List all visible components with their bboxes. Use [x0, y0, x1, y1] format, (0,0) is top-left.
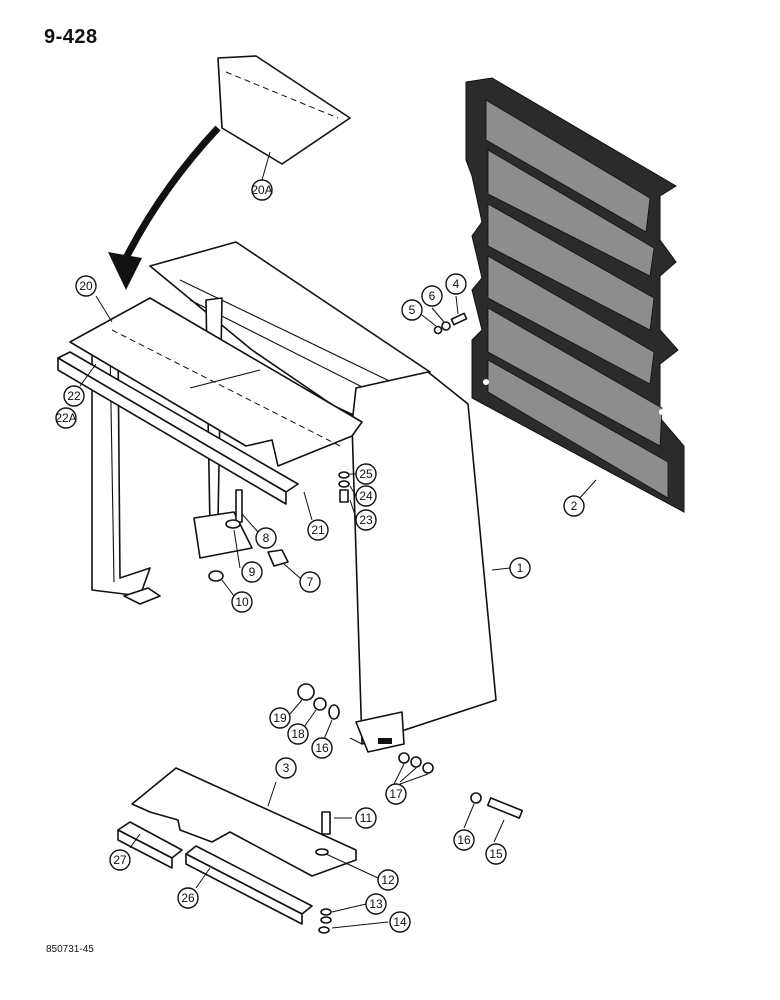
- relocation-arrow: [108, 125, 221, 290]
- callout-16-left: 16: [311, 737, 333, 759]
- callout-14: 14: [389, 911, 411, 933]
- callout-13: 13: [365, 893, 387, 915]
- svg-text:22A: 22A: [55, 411, 76, 425]
- svg-text:17: 17: [389, 787, 403, 801]
- callout-27: 27: [109, 849, 131, 871]
- svg-text:22: 22: [67, 389, 81, 403]
- callout-25: 25: [355, 463, 377, 485]
- callout-12: 12: [377, 869, 399, 891]
- callout-9: 9: [241, 561, 263, 583]
- callout-11: 11: [355, 807, 377, 829]
- callout-6: 6: [421, 285, 443, 307]
- callout-1: 1: [509, 557, 531, 579]
- bottom-plate-3: [131, 767, 357, 877]
- callout-18: 18: [287, 723, 309, 745]
- callout-22: 22: [63, 385, 85, 407]
- svg-text:27: 27: [113, 853, 127, 867]
- svg-text:4: 4: [453, 277, 460, 291]
- svg-text:15: 15: [489, 847, 503, 861]
- callout-4: 4: [445, 273, 467, 295]
- callout-22A: 22A: [55, 407, 77, 429]
- page-number: 9-428: [44, 26, 98, 48]
- svg-text:16: 16: [457, 833, 471, 847]
- svg-text:5: 5: [409, 303, 416, 317]
- callouts: 20A 20 22 22A 21 25 24 23 8 9 10 7 5 6 4…: [55, 179, 585, 933]
- cover-plate-20: [69, 297, 363, 467]
- callout-17: 17: [385, 783, 407, 805]
- fasteners: [208, 312, 524, 934]
- support-frame-1: [91, 241, 497, 753]
- svg-text:20A: 20A: [251, 183, 272, 197]
- svg-text:20: 20: [79, 279, 93, 293]
- svg-text:7: 7: [307, 575, 314, 589]
- svg-text:14: 14: [393, 915, 407, 929]
- callout-7: 7: [299, 571, 321, 593]
- deflector-plate-20A: [217, 55, 351, 165]
- svg-text:10: 10: [235, 595, 249, 609]
- svg-text:8: 8: [263, 531, 270, 545]
- svg-text:18: 18: [291, 727, 305, 741]
- callout-26: 26: [177, 887, 199, 909]
- svg-text:9: 9: [249, 565, 256, 579]
- callout-20A: 20A: [251, 179, 273, 201]
- svg-text:1: 1: [517, 561, 524, 575]
- callout-19: 19: [269, 707, 291, 729]
- callout-5: 5: [401, 299, 423, 321]
- callout-20: 20: [75, 275, 97, 297]
- drawing-code: 850731-45: [46, 944, 94, 955]
- svg-text:3: 3: [283, 761, 290, 775]
- svg-text:26: 26: [181, 891, 195, 905]
- svg-text:6: 6: [429, 289, 436, 303]
- svg-text:19: 19: [273, 711, 287, 725]
- svg-text:24: 24: [359, 489, 373, 503]
- svg-text:25: 25: [359, 467, 373, 481]
- callout-16-right: 16: [453, 829, 475, 851]
- callout-8: 8: [255, 527, 277, 549]
- angle-27: [117, 821, 183, 869]
- callout-10: 10: [231, 591, 253, 613]
- angle-strip-22: [57, 351, 299, 505]
- grille-2: [465, 77, 685, 513]
- svg-text:2: 2: [571, 499, 578, 513]
- svg-text:23: 23: [359, 513, 373, 527]
- callout-24: 24: [355, 485, 377, 507]
- callout-21: 21: [307, 519, 329, 541]
- callout-2: 2: [563, 495, 585, 517]
- callout-15: 15: [485, 843, 507, 865]
- callout-3: 3: [275, 757, 297, 779]
- angle-26: [185, 845, 313, 925]
- svg-text:16: 16: [315, 741, 329, 755]
- svg-text:11: 11: [360, 811, 373, 825]
- svg-text:12: 12: [381, 873, 395, 887]
- svg-text:13: 13: [369, 897, 383, 911]
- callout-23: 23: [355, 509, 377, 531]
- svg-text:21: 21: [311, 523, 325, 537]
